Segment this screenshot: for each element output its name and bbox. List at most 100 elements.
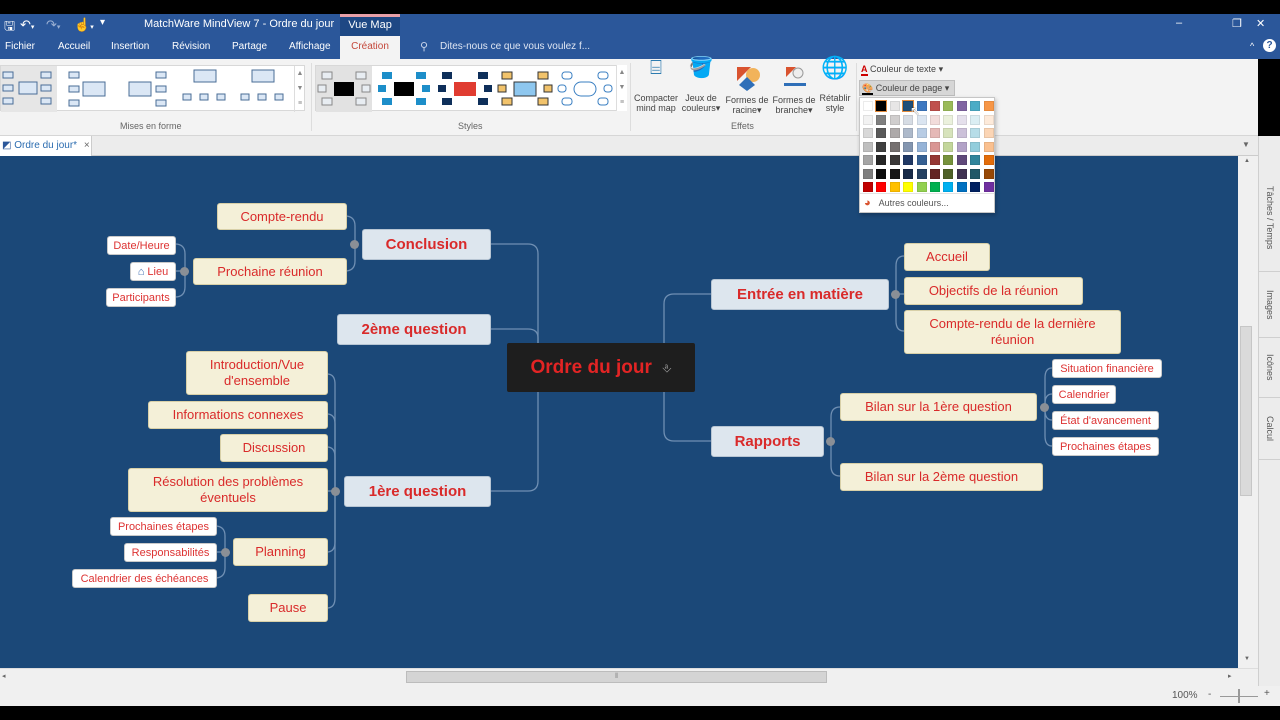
color-swatch[interactable] (983, 182, 994, 192)
node-prochaine-reunion[interactable]: Prochaine réunion (193, 258, 347, 285)
node-situation-financiere[interactable]: Situation financière (1052, 359, 1162, 378)
collapse-knob[interactable] (350, 240, 359, 249)
node-2eme-question[interactable]: 2ème question (337, 314, 491, 345)
close-button[interactable]: ✕ (1256, 18, 1266, 30)
side-tab-calcul[interactable]: Calcul (1259, 398, 1280, 460)
save-icon[interactable]: 🖫 (4, 18, 16, 33)
node-introduction[interactable]: Introduction/Vue d'ensemble (186, 351, 328, 395)
color-swatch[interactable] (903, 141, 914, 152)
node-entree-en-matiere[interactable]: Entrée en matière (711, 279, 889, 310)
style-thumbnails[interactable] (316, 66, 626, 112)
node-date-heure[interactable]: Date/Heure (107, 236, 176, 255)
color-swatch[interactable] (916, 155, 927, 165)
color-swatch[interactable] (903, 114, 914, 125)
color-swatch[interactable] (943, 141, 954, 152)
color-swatch[interactable] (875, 100, 888, 112)
node-rapports[interactable]: Rapports (711, 426, 824, 457)
color-swatch[interactable] (863, 155, 873, 165)
styles-gallery-scroll[interactable]: ▲▼≡ (616, 65, 627, 111)
zoom-in-button[interactable]: + (1264, 688, 1270, 699)
color-swatch[interactable] (930, 141, 940, 152)
color-swatch[interactable] (916, 141, 927, 152)
color-swatch[interactable] (916, 168, 927, 179)
help-icon[interactable]: ? (1263, 39, 1276, 52)
reset-style-button[interactable]: 🌐 Rétablir style (817, 57, 853, 114)
node-prochaines-etapes-right[interactable]: Prochaines étapes (1052, 437, 1159, 456)
color-swatch[interactable] (916, 182, 927, 192)
node-calendrier[interactable]: Calendrier (1052, 385, 1116, 404)
color-swatch[interactable] (970, 128, 981, 138)
node-pause[interactable]: Pause (248, 594, 328, 622)
color-swatch[interactable] (916, 114, 927, 125)
color-sets-button[interactable]: 🪣 Jeux de couleurs▾ (681, 58, 721, 113)
layout-thumbnails[interactable] (1, 66, 306, 112)
zoom-out-button[interactable]: - (1208, 689, 1212, 700)
color-swatch[interactable] (876, 141, 887, 152)
node-planning[interactable]: Planning (233, 538, 328, 566)
tab-fichier[interactable]: Fichier (5, 41, 36, 52)
node-1ere-question[interactable]: 1ère question (344, 476, 491, 507)
node-participants[interactable]: Participants (106, 288, 176, 307)
compact-mindmap-button[interactable]: ⌸ Compacter mind map (632, 58, 680, 113)
collapse-ribbon-icon[interactable]: ^ (1250, 41, 1255, 51)
color-swatch[interactable] (889, 114, 900, 125)
text-color-button[interactable]: A Couleur de texte ▾ (861, 64, 944, 76)
color-swatch[interactable] (889, 155, 900, 165)
tab-affichage[interactable]: Affichage (289, 41, 331, 52)
color-swatch[interactable] (943, 101, 954, 111)
color-swatch[interactable] (930, 168, 940, 179)
collapse-knob[interactable] (221, 548, 230, 557)
collapse-knob[interactable] (180, 267, 189, 276)
scroll-up-arrow[interactable]: ▲ (1244, 158, 1250, 164)
color-swatch[interactable] (956, 141, 967, 152)
horizontal-scrollbar[interactable]: ◂ ⦀ ▸ (0, 668, 1258, 686)
page-color-button[interactable]: 🎨 Couleur de page ▾ (859, 80, 955, 96)
color-swatch[interactable] (983, 168, 994, 179)
horizontal-scroll-thumb[interactable]: ⦀ (406, 671, 827, 683)
color-swatch[interactable] (956, 168, 967, 179)
color-swatch[interactable] (983, 114, 994, 125)
root-shapes-button[interactable]: Formes de racine▾ (723, 63, 771, 115)
document-tab[interactable]: ◩ Ordre du jour* × (0, 136, 92, 156)
color-swatch[interactable] (863, 101, 873, 111)
tab-creation[interactable]: Création (340, 36, 400, 59)
color-swatch[interactable] (943, 182, 954, 192)
color-swatch[interactable] (902, 100, 915, 112)
tab-insertion[interactable]: Insertion (111, 41, 150, 52)
collapse-knob[interactable] (331, 487, 340, 496)
color-swatch[interactable] (863, 182, 873, 192)
color-swatch[interactable] (956, 114, 967, 125)
tab-list-dropdown-icon[interactable]: ▼ (1242, 140, 1250, 149)
color-swatch[interactable] (876, 182, 887, 192)
node-responsabilites[interactable]: Responsabilités (124, 543, 217, 562)
more-colors-button[interactable]: ◕Autres couleurs... (864, 197, 949, 209)
color-swatch[interactable] (983, 155, 994, 165)
node-etat-avancement[interactable]: État d'avancement (1052, 411, 1159, 430)
color-swatch[interactable] (930, 114, 940, 125)
zoom-slider-thumb[interactable] (1238, 689, 1240, 703)
color-swatch[interactable] (970, 141, 981, 152)
restore-button[interactable]: ❐ (1232, 18, 1242, 30)
color-swatch[interactable] (970, 155, 981, 165)
color-swatch[interactable] (903, 168, 914, 179)
tab-partage[interactable]: Partage (232, 41, 268, 52)
node-calendrier-echeances[interactable]: Calendrier des échéances (72, 569, 217, 588)
node-resolution[interactable]: Résolution des problèmes éventuels (128, 468, 328, 512)
customize-icon[interactable]: ▾ (100, 17, 106, 28)
color-swatch[interactable] (956, 101, 967, 111)
collapse-knob[interactable] (891, 290, 900, 299)
color-swatch[interactable] (876, 114, 887, 125)
node-compte-rendu-derniere[interactable]: Compte-rendu de la dernière réunion (904, 310, 1121, 354)
minimize-button[interactable]: – (1176, 17, 1183, 29)
node-accueil[interactable]: Accueil (904, 243, 990, 271)
root-node[interactable]: Ordre du jour ⎀ (507, 343, 695, 392)
color-swatch[interactable] (863, 141, 873, 152)
node-prochaines-etapes-left[interactable]: Prochaines étapes (110, 517, 217, 536)
color-swatch[interactable] (889, 128, 900, 138)
color-swatch[interactable] (930, 101, 940, 111)
scroll-right-arrow[interactable]: ▸ (1228, 673, 1232, 680)
color-swatch[interactable] (956, 182, 967, 192)
node-lieu[interactable]: ⌂Lieu (130, 262, 176, 281)
color-swatch[interactable] (943, 168, 954, 179)
color-swatch[interactable] (876, 128, 887, 138)
